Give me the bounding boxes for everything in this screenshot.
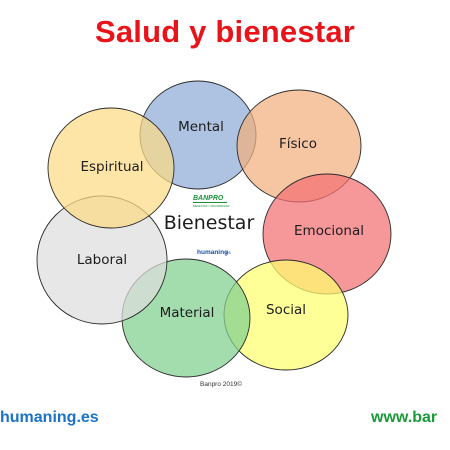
label-espiritual: Espiritual (80, 159, 143, 175)
footer-link-banpro[interactable]: www.bar (371, 409, 438, 426)
center-label: Bienestar (164, 212, 255, 234)
humaning-logo-name: humaning (197, 249, 228, 256)
label-emocional: Emocional (294, 223, 364, 239)
label-fisico: Físico (279, 136, 317, 152)
dimension-circles (36, 80, 392, 378)
label-laboral: Laboral (77, 252, 127, 268)
banpro-logo-tagline: BIENESTAR Y PROSPERIDAD (193, 204, 230, 208)
banpro-logo-name: BANPRO (193, 195, 224, 202)
footer-link-humaning[interactable]: humaning.es (0, 409, 99, 426)
copyright-credit: Banpro 2019© (200, 380, 242, 388)
label-material: Material (160, 305, 215, 321)
humaning-logo: humaning es (197, 249, 232, 256)
label-mental: Mental (178, 119, 224, 135)
humaning-logo-suffix: es (226, 250, 232, 255)
banpro-logo: BANPRO BIENESTAR Y PROSPERIDAD (193, 195, 230, 208)
label-social: Social (266, 302, 306, 318)
circle-espiritual (47, 107, 175, 229)
page-title: Salud y bienestar (94, 14, 356, 49)
